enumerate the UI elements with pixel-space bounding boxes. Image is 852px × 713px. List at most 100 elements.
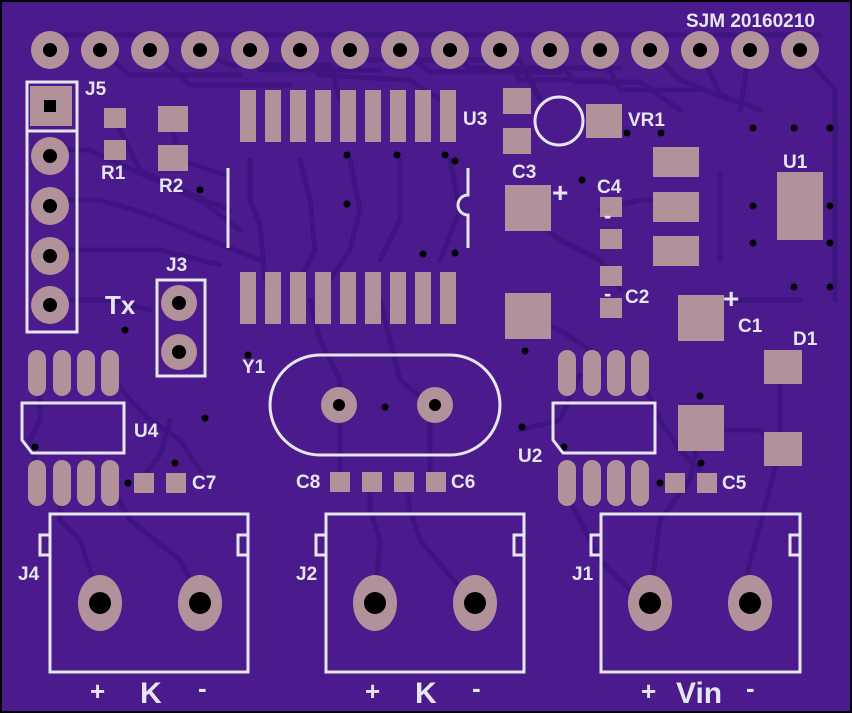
u3-pad [365, 272, 381, 324]
label-j4: J4 [18, 564, 40, 585]
j4-outline [48, 512, 250, 674]
j4-name: K [140, 677, 162, 710]
label-c5: C5 [722, 473, 747, 494]
u4-pad [53, 350, 71, 396]
j1-name: Vin [676, 677, 722, 710]
u2-pad [631, 350, 649, 396]
label-tx: Tx [105, 290, 136, 320]
silkscreen-outlines [20, 80, 802, 674]
c6-pad [426, 472, 446, 492]
u3-pad [340, 90, 356, 142]
c7-pad [134, 473, 154, 493]
u2-pad [607, 460, 625, 506]
u3-pad [265, 272, 281, 324]
u4-pad [101, 460, 119, 506]
c5-pad [697, 473, 717, 493]
label-r1: R1 [101, 163, 126, 184]
j2-name: K [415, 677, 437, 710]
j1-outline [599, 512, 802, 674]
c4-minus: - [604, 203, 611, 228]
c3-pad [505, 185, 551, 231]
u3-pad [390, 272, 406, 324]
c1-pad [678, 295, 724, 341]
j1-minus: - [746, 673, 755, 703]
u4-outline [20, 401, 126, 455]
j2-plus: + [365, 676, 380, 706]
label-c2: C2 [625, 287, 649, 308]
smd-pads [28, 86, 823, 506]
label-c4: C4 [597, 177, 622, 198]
c5-pad-large [678, 405, 724, 451]
u3-pad [290, 272, 306, 324]
c8-pad [330, 472, 350, 492]
c7-pad [166, 473, 186, 493]
u3-pad [315, 272, 331, 324]
r2-pad [158, 145, 188, 171]
label-u1: U1 [783, 152, 808, 173]
u3-pad [390, 90, 406, 142]
j4-plus: + [90, 676, 105, 706]
connector-labels: + K - + K - + Vin - [90, 673, 755, 710]
c2-pad [600, 266, 622, 286]
vr1-outline [533, 95, 585, 147]
c4-pad [600, 197, 622, 217]
u1-pad [653, 236, 699, 266]
label-y1: Y1 [242, 357, 266, 378]
c1-plus: + [723, 283, 739, 314]
u3-pad [440, 272, 456, 324]
c4-pad [600, 229, 622, 249]
u1-tab-pad [777, 172, 823, 240]
label-c7: C7 [192, 473, 216, 494]
u3-notch [456, 168, 470, 248]
j2-minus: - [472, 673, 481, 703]
c8-pad [362, 472, 382, 492]
u3-pad [415, 272, 431, 324]
u2-pad [558, 350, 576, 396]
label-u3: U3 [463, 109, 487, 130]
vr1-pad [503, 128, 531, 154]
u4-pad [101, 350, 119, 396]
label-c8: C8 [296, 472, 320, 493]
d1-pad [764, 432, 802, 466]
j3-outline [155, 278, 207, 378]
label-c1: C1 [738, 316, 763, 337]
u4-pad [77, 460, 95, 506]
u3-pad [365, 90, 381, 142]
j5-outline [25, 80, 79, 334]
label-j1: J1 [572, 564, 594, 585]
vr1-pad [586, 104, 622, 138]
board-title: SJM 20160210 [686, 11, 815, 32]
label-j2: J2 [296, 564, 317, 585]
u2-pad [558, 460, 576, 506]
label-c6: C6 [451, 472, 475, 493]
u3-pad [240, 272, 256, 324]
vr1-pad [503, 88, 531, 114]
u1-pad [653, 147, 699, 177]
u4-pad [77, 350, 95, 396]
label-j5: J5 [85, 79, 107, 100]
label-j3: J3 [166, 255, 187, 276]
u2-outline [551, 401, 657, 455]
j4-minus: - [198, 673, 207, 703]
u2-pad [583, 350, 601, 396]
u2-pad [583, 460, 601, 506]
c3-plus: + [552, 177, 568, 208]
d1-pad [764, 350, 802, 384]
c2-pad [600, 298, 622, 318]
label-c3: C3 [512, 162, 536, 183]
u3-pad [290, 90, 306, 142]
u3-pad [340, 272, 356, 324]
vias [31, 124, 834, 487]
c5-pad [665, 473, 685, 493]
c2-pad-large [505, 293, 551, 339]
u2-pad [631, 460, 649, 506]
u3-pad [415, 90, 431, 142]
r2-pad [158, 106, 188, 132]
c2-minus: - [604, 281, 611, 306]
u1-pad [653, 192, 699, 222]
u3-pad [240, 90, 256, 142]
label-u4: U4 [134, 421, 159, 442]
u4-pad [53, 460, 71, 506]
